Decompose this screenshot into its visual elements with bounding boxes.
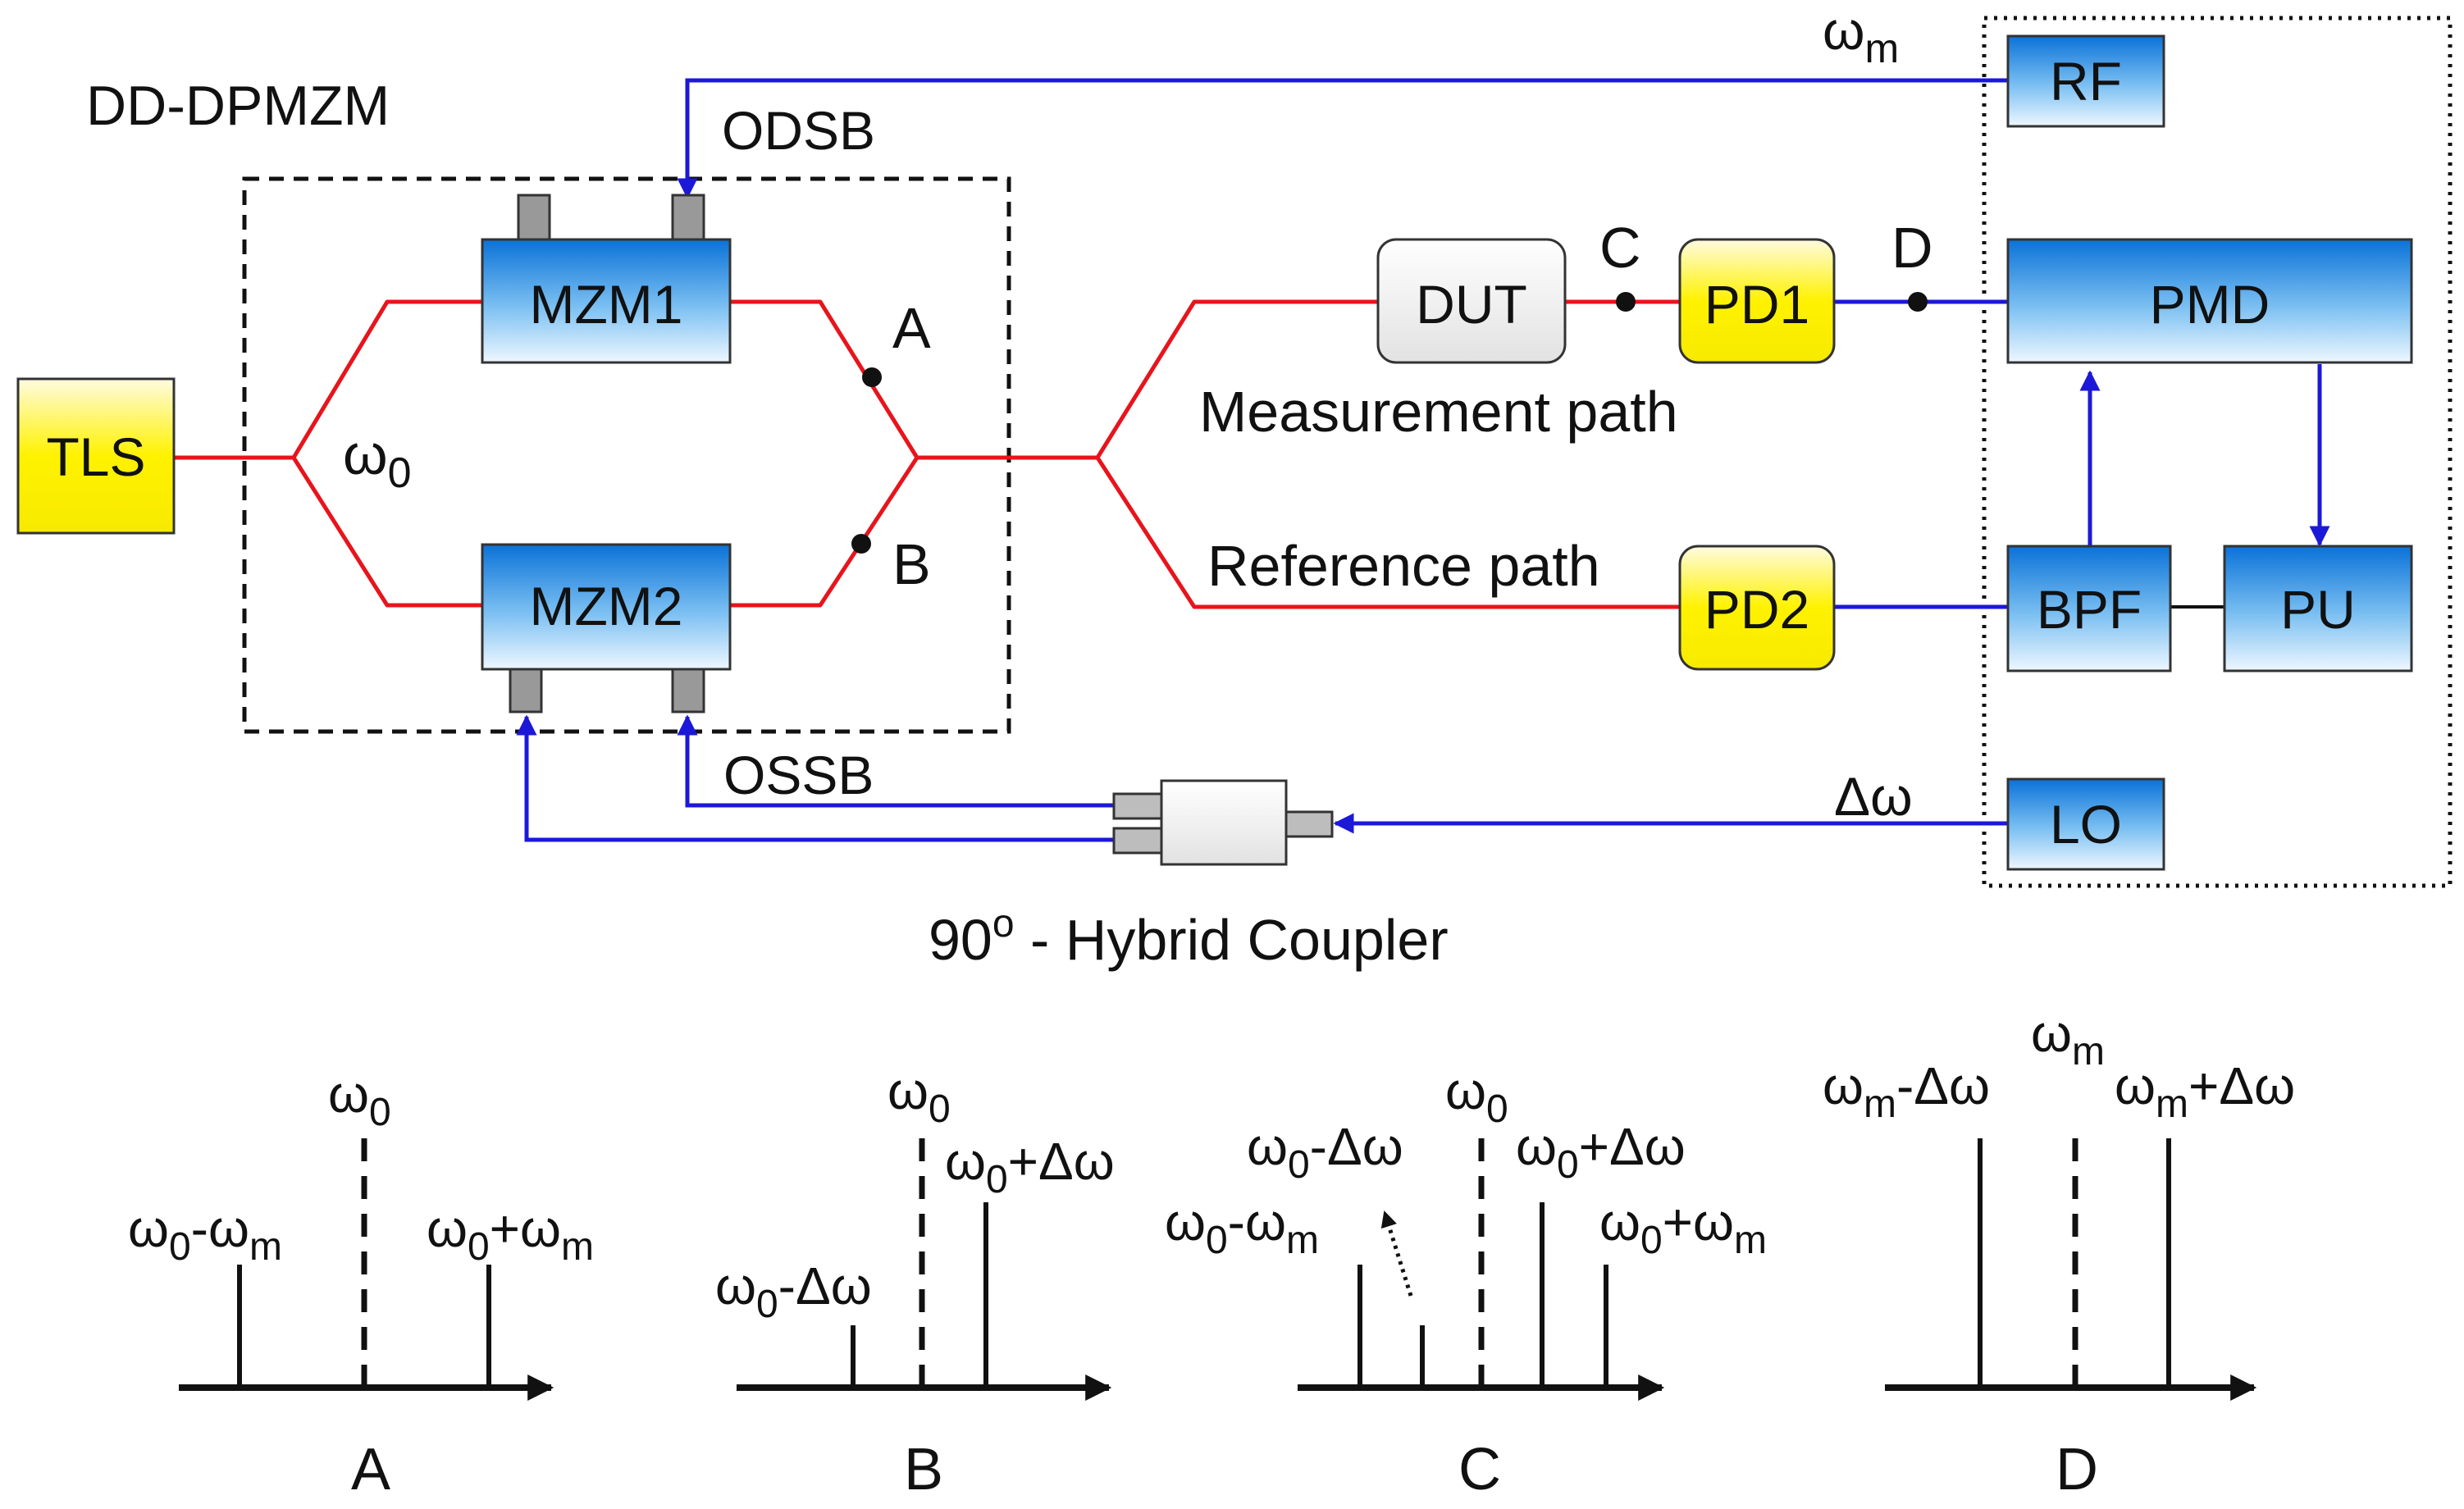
spectrum-c-lm-label: ω0-ωm <box>1165 1192 1319 1262</box>
spectrum-a-right-label: ω0+ωm <box>427 1199 594 1269</box>
spectrum-d: ωm ωm-Δω ωm+Δω D <box>1823 1004 2295 1502</box>
point-a-dot <box>862 367 882 387</box>
point-d-dot <box>1908 292 1928 312</box>
omega0-label: ω0 <box>343 422 412 497</box>
spectrum-b-right-label: ω0+Δω <box>945 1132 1115 1201</box>
pd2-label: PD2 <box>1704 579 1809 640</box>
odsb-label: ODSB <box>722 100 875 161</box>
spectrum-d-center-label: ωm <box>2031 1004 2105 1074</box>
pu-label: PU <box>2280 579 2356 640</box>
rf-paths <box>516 78 2330 842</box>
point-a-label: A <box>892 296 931 360</box>
spectrum-b: ω0 ω0-Δω ω0+Δω B <box>715 1061 1115 1502</box>
tls-box: TLS <box>16 377 176 535</box>
spectrum-b-center-label: ω0 <box>887 1061 951 1131</box>
dut-box: DUT <box>1376 238 1567 364</box>
mzm2-label: MZM2 <box>530 576 683 636</box>
spectrum-c-ld-label: ω0-Δω <box>1247 1117 1403 1187</box>
dut-label: DUT <box>1416 274 1527 335</box>
omega-m-label: ωm <box>1823 0 1899 71</box>
measurement-path-label: Measurement path <box>1199 380 1678 444</box>
spectrum-c: ω0 ω0-Δω ω0+Δω ω0-ωm ω0+ωm C <box>1165 1061 1767 1502</box>
ossb-label: OSSB <box>723 745 874 805</box>
pd1-label: PD1 <box>1704 274 1809 335</box>
optical-paths <box>174 299 1680 609</box>
spectrum-a-caption: A <box>351 1437 390 1502</box>
rf-box: RF <box>2006 34 2165 128</box>
pd2-box: PD2 <box>1678 545 1836 671</box>
mzm1-box: MZM1 <box>481 238 732 364</box>
spectrum-a-left-label: ω0-ωm <box>128 1199 282 1269</box>
hybrid-coupler-label: 90o - Hybrid Coupler <box>929 902 1449 972</box>
lo-box: LO <box>2006 777 2165 871</box>
spectrum-c-rd-label: ω0+Δω <box>1516 1117 1686 1187</box>
point-c-label: C <box>1599 216 1641 280</box>
spectrum-b-caption: B <box>904 1437 943 1502</box>
spectrum-c-dotted-arrow <box>1380 1210 1413 1297</box>
spectrum-b-left-label: ω0-Δω <box>715 1256 872 1326</box>
spectrum-d-left-label: ωm-Δω <box>1823 1056 1990 1126</box>
spectrum-d-caption: D <box>2056 1437 2098 1502</box>
reference-path-label: Reference path <box>1207 534 1600 598</box>
hybrid-coupler <box>1112 779 1334 866</box>
pu-box: PU <box>2223 545 2413 672</box>
pd1-box: PD1 <box>1678 238 1836 364</box>
dd-dpmzm-boundary <box>242 176 1011 734</box>
spectrum-c-rm-label: ω0+ωm <box>1599 1192 1767 1262</box>
point-c-dot <box>1616 292 1636 312</box>
bpf-label: BPF <box>2037 579 2142 640</box>
point-b-label: B <box>892 532 931 596</box>
point-b-dot <box>851 534 871 554</box>
lo-label: LO <box>2050 794 2122 855</box>
pmd-label: PMD <box>2150 274 2270 335</box>
spectrum-c-center-label: ω0 <box>1445 1061 1508 1131</box>
mzm2-box: MZM2 <box>481 543 732 671</box>
rf-label: RF <box>2050 51 2122 112</box>
spectrum-c-caption: C <box>1458 1437 1501 1502</box>
instrument-boundary <box>1982 16 2453 888</box>
spectrum-d-right-label: ωm+Δω <box>2115 1056 2295 1126</box>
delta-omega-label: Δω <box>1834 766 1913 827</box>
pmd-box: PMD <box>2006 238 2413 364</box>
mzm1-label: MZM1 <box>530 274 683 335</box>
tls-label: TLS <box>46 426 145 487</box>
point-d-label: D <box>1891 216 1933 280</box>
spectrum-a: ω0 ω0-ωm ω0+ωm A <box>128 1065 594 1502</box>
dd-dpmzm-title: DD-DPMZM <box>86 75 390 137</box>
spectrum-a-center-label: ω0 <box>328 1065 391 1134</box>
bpf-box: BPF <box>2006 545 2172 672</box>
